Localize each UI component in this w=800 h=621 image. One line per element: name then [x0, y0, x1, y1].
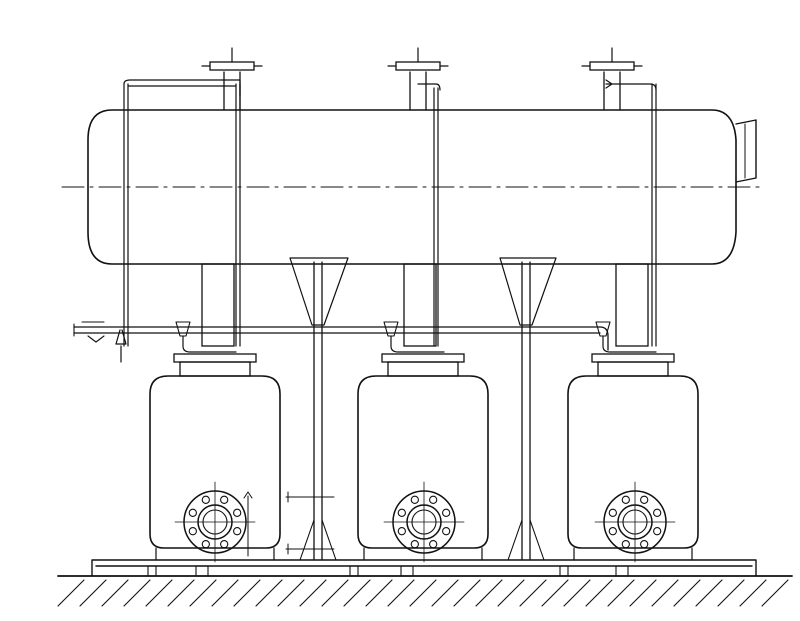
flange-crosshair-1 [174, 481, 256, 563]
base-pad-1 [195, 565, 209, 577]
base-foot-3 [559, 565, 569, 577]
dimension-marks [285, 491, 335, 555]
drop-line-3-top-bend [417, 83, 441, 91]
bolt-hole-2-8 [442, 508, 451, 517]
top-nozzle-stem-3 [581, 47, 643, 67]
support-frame [285, 257, 557, 561]
support-funnel-1 [289, 257, 349, 326]
tank-top-plate-3 [591, 353, 675, 363]
bolt-hole-2-2 [429, 540, 438, 549]
vessel-shell [87, 109, 737, 265]
tank-feed-line-2 [390, 335, 445, 353]
bolt-hole-1-1 [233, 527, 242, 536]
top-nozzle-stem-1 [201, 47, 263, 67]
drop-line-4-top-bend [605, 79, 657, 91]
base-foot-1 [147, 565, 157, 577]
bolt-hole-3-4 [608, 527, 617, 536]
bolt-hole-1-2 [220, 540, 229, 549]
bolt-hole-2-5 [397, 508, 406, 517]
support-brace-2 [507, 519, 545, 561]
vessel-end-nozzle [735, 119, 757, 183]
ground-base [57, 559, 793, 607]
bolt-hole-1-3 [201, 540, 210, 549]
tank-skirt-3 [573, 547, 693, 561]
bolt-hole-2-4 [397, 527, 406, 536]
left-drain-valve [115, 329, 127, 363]
tank-row [149, 353, 699, 563]
bolt-hole-3-5 [608, 508, 617, 517]
tank-skirt-2 [363, 547, 483, 561]
bolt-hole-1-4 [188, 527, 197, 536]
drop-line-1 [123, 83, 129, 347]
bolt-hole-2-3 [410, 540, 419, 549]
bolt-hole-3-2 [640, 540, 649, 549]
drop-line-1-top-bend [123, 79, 241, 97]
horizontal-vessel [61, 47, 761, 347]
manifold-end-bend [599, 326, 609, 351]
tank-3 [567, 375, 699, 549]
tank-top-plate-2 [381, 353, 465, 363]
support-funnel-2 [499, 257, 557, 326]
left-drain-fitting [73, 321, 105, 343]
manifold-pipe [73, 326, 601, 334]
bolt-hole-1-5 [188, 508, 197, 517]
bolt-hole-1-7 [220, 495, 229, 504]
drop-line-2 [235, 83, 241, 347]
drop-line-4 [651, 83, 657, 347]
bolt-hole-3-1 [653, 527, 662, 536]
bolt-hole-3-3 [621, 540, 630, 549]
bolt-hole-3-8 [653, 508, 662, 517]
support-brace-1 [299, 519, 337, 561]
support-post-2 [521, 261, 531, 561]
tank-skirt-1 [155, 547, 275, 561]
base-pad-3 [615, 565, 629, 577]
drop-line-3 [433, 87, 439, 347]
vessel-leg-1 [201, 263, 235, 347]
piping-network [73, 79, 657, 363]
flange-crosshair-2 [383, 481, 465, 563]
tank-2 [357, 375, 489, 549]
manifold-valve-3 [595, 321, 611, 337]
support-post-1 [313, 261, 323, 561]
bolt-hole-2-1 [442, 527, 451, 536]
tank-top-plate-1 [173, 353, 257, 363]
bolt-hole-3-7 [640, 495, 649, 504]
bolt-hole-3-6 [621, 495, 630, 504]
tank-feed-line-3 [602, 335, 657, 353]
bolt-hole-2-6 [410, 495, 419, 504]
top-nozzle-neck-2 [409, 71, 427, 111]
bolt-hole-2-7 [429, 495, 438, 504]
base-foot-2 [349, 565, 359, 577]
tank-feed-line-1 [182, 335, 237, 353]
flange-dimension-arrow [243, 491, 253, 557]
base-pad-2 [400, 565, 414, 577]
manifold-valve-1 [175, 321, 191, 337]
bolt-hole-1-8 [233, 508, 242, 517]
ground-hatching [57, 579, 789, 607]
top-nozzle-stem-2 [387, 47, 449, 67]
bolt-hole-1-6 [201, 495, 210, 504]
tank-1 [149, 375, 281, 549]
vessel-leg-3 [615, 263, 649, 347]
flange-crosshair-3 [594, 481, 676, 563]
manifold-valve-2 [383, 321, 399, 337]
top-nozzle-neck-3 [603, 71, 621, 111]
vessel-leg-2 [403, 263, 437, 347]
